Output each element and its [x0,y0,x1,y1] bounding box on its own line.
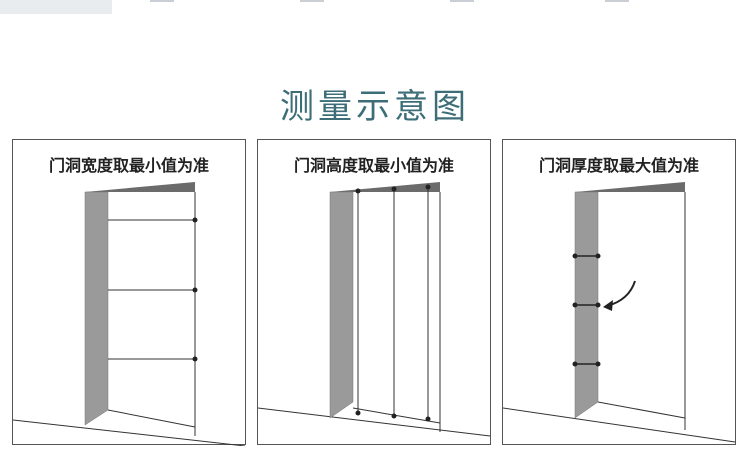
measure-point [192,356,198,362]
measure-point [355,410,361,416]
measure-point [572,302,578,308]
measure-point [192,217,198,223]
measure-point [595,253,601,259]
door-height-diagram [258,182,491,437]
measure-point [595,361,601,367]
measure-point [391,186,397,192]
measure-point [572,253,578,259]
door-jamb-left [84,191,109,426]
door-sill [107,409,196,428]
floor-line [258,407,491,437]
door-header [330,182,440,192]
door-sill [352,407,441,424]
door-thickness-diagram [503,182,736,443]
measure-point [355,188,361,194]
measure-point [425,416,431,422]
floor-line [13,419,246,446]
door-width-diagram [13,182,246,446]
page-title: 测量示意图 [280,86,470,127]
panel-label-height: 门洞高度取最小值为准 [293,156,454,175]
door-header [575,182,685,192]
panel-door-width: 门洞宽度取最小值为准 [12,139,246,446]
top-divider-dash [150,0,174,2]
panel-label-width: 门洞宽度取最小值为准 [48,156,209,175]
panel-label-thickness: 门洞厚度取最大值为准 [538,156,699,175]
door-jamb-left [329,191,354,419]
top-divider-dash [300,0,324,2]
measure-point [391,413,397,419]
top-divider-dash [605,0,629,2]
top-banner-strip [0,0,112,14]
top-divider-dash [450,0,474,2]
measure-point [572,361,578,367]
floor-line [503,407,736,443]
panel-door-height: 门洞高度取最小值为准 [257,139,491,445]
measure-point [595,302,601,308]
measure-point [425,184,431,190]
arrow-head-icon [603,300,613,311]
door-header [85,182,195,192]
door-sill [597,401,686,419]
panel-door-thickness: 门洞厚度取最大值为准 [502,139,736,445]
measure-point [192,287,198,293]
